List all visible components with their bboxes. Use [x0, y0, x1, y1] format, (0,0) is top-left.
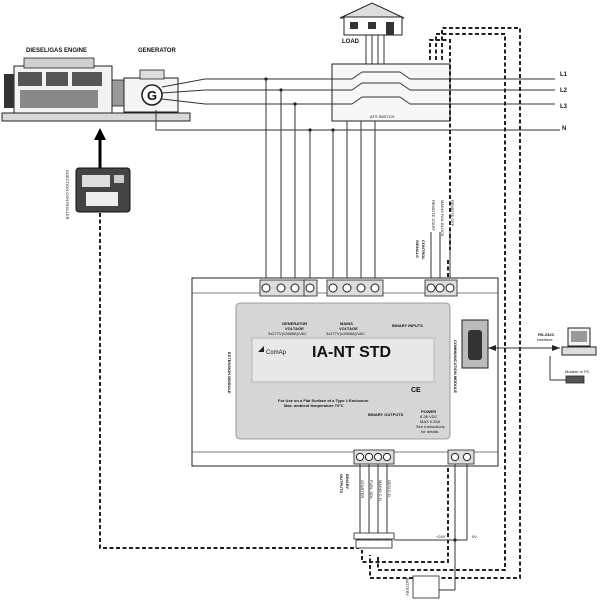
- house-door: [386, 22, 394, 35]
- battery-box: [412, 575, 440, 599]
- rs232-label-1: RS-232C: [538, 332, 555, 337]
- power-wiring: +24V 0V BATTERY: [394, 464, 477, 599]
- zero-v-label: 0V: [472, 534, 477, 539]
- line-n-label: N: [562, 126, 566, 132]
- power-label-2: 8-36 VDC: [420, 414, 438, 419]
- binary-outputs-side-1: BINARY: [345, 474, 350, 490]
- control-signals-label-2: SIGNALS: [415, 240, 420, 258]
- power-label-5: for details: [421, 429, 438, 434]
- house-window-2: [368, 22, 376, 29]
- pc-screen: [571, 331, 587, 342]
- load-house: LOAD: [339, 2, 405, 64]
- mount-note-2: Max. ambient temperature 70°C: [284, 403, 344, 408]
- engine-block-mid: [46, 72, 68, 86]
- rs232-label-2: Interface: [537, 337, 553, 342]
- generator-terminal-box: [139, 69, 165, 80]
- terminal-block-bottom-power: [447, 449, 475, 465]
- modem-pc-label: Modem or PC: [565, 369, 590, 374]
- line-l1-label: L1: [560, 72, 568, 78]
- engine-radiator: [4, 74, 14, 108]
- engine-generator-set: DIESEL/GAS ENGINE GENERATOR G: [1, 48, 191, 122]
- engine-head: [23, 57, 95, 69]
- ats-switch-box: [331, 63, 451, 122]
- terminal-block-top-mains: [326, 279, 384, 297]
- power-label-1: POWER: [421, 409, 436, 414]
- engine-label: DIESEL/GAS ENGINE: [26, 48, 87, 54]
- ctrl-mains-fail-block: MAINS FAIL BLOCK: [440, 200, 445, 237]
- output-gen-co: GEN C.O.: [387, 480, 392, 498]
- output-fuel-sol: FUEL SOL.: [369, 480, 374, 500]
- power-label-4: See Instructions: [416, 424, 445, 429]
- engine-block-right: [72, 72, 102, 86]
- product-label: IA-NT STD: [312, 344, 391, 361]
- gen-voltage-label-1: GENERATOR: [282, 321, 307, 326]
- engine-base: [1, 112, 191, 122]
- voltage-sensing-wires: [264, 77, 376, 282]
- arrow-head: [94, 128, 106, 140]
- control-signals: REMOTE START MAINS FAIL BLOCK REMOTE OFF…: [415, 200, 455, 282]
- engine-coupling: [111, 79, 125, 107]
- injection-controller-display: [82, 175, 110, 187]
- ctrl-remote-start: REMOTE START: [431, 200, 436, 232]
- output-starter: STARTER: [360, 480, 365, 498]
- gen-voltage-label-3: 3x277V(±2668A)/VAC: [268, 331, 307, 336]
- modem-device: [565, 375, 585, 384]
- control-signals-label-1: CONTROL: [421, 240, 426, 260]
- mains-voltage-label-3: 3x277V(±2668A)/VAC: [326, 331, 365, 336]
- line-l3-label: L3: [560, 104, 568, 110]
- brand-label: ComAp: [266, 350, 287, 356]
- pc-base: [561, 346, 597, 356]
- rs232-interface: RS-232C Interface Modem or PC: [488, 327, 597, 384]
- generator-symbol: G: [147, 88, 157, 103]
- generator-label: GENERATOR: [138, 48, 176, 54]
- ce-mark: CE: [411, 387, 421, 394]
- communication-module-label: COMMUNICATION MODULE: [453, 340, 458, 393]
- terminal-block-top-gen: [259, 279, 318, 297]
- comap-logo-icon: [258, 346, 264, 352]
- relay-block-lower: [355, 539, 393, 549]
- engine-crankcase: [20, 90, 98, 108]
- controller-display-area: [251, 337, 435, 383]
- mains-lines: L1 L2 L3 N: [410, 72, 568, 132]
- binary-outputs-label: BINARY OUTPUTS: [368, 412, 404, 417]
- extension-module-label: EXTENSION MODULE: [227, 352, 232, 394]
- mains-voltage-label-2: VOLTAGE: [339, 326, 358, 331]
- injection-controller: INJECTION CONTROLLER: [65, 167, 131, 220]
- house-roof: [339, 2, 405, 19]
- ats-switch-label: ATS SWITCH: [370, 114, 394, 119]
- binary-outputs-wiring: STARTER FUEL SOL. MAINS C.O. GEN C.O. BI…: [339, 464, 395, 549]
- controller-unit: GENERATOR VOLTAGE 3x277V(±2668A)/VAC MAI…: [191, 277, 499, 467]
- terminal-block-bottom-outputs: [353, 449, 395, 465]
- generator-symbol-circle: [141, 84, 163, 106]
- ats-switch: ATS SWITCH: [331, 63, 451, 122]
- load-label: LOAD: [342, 39, 360, 45]
- engine-block-left: [18, 72, 42, 86]
- gen-voltage-label-2: VOLTAGE: [285, 326, 304, 331]
- power-label-3: MAX 0.35A: [420, 419, 441, 424]
- neutral-line: [155, 110, 560, 131]
- gen-line-1: [161, 78, 332, 88]
- binary-inputs-label: BINARY INPUTS: [392, 323, 423, 328]
- gen-line-2: [161, 89, 332, 94]
- house-window-1: [350, 22, 358, 29]
- relay-block: [353, 532, 395, 540]
- injection-controller-label: INJECTION CONTROLLER: [65, 170, 70, 220]
- ctrl-remote-off: REMOTE OFF: [450, 200, 455, 227]
- output-mains-co: MAINS C.O.: [378, 480, 383, 502]
- mains-voltage-label-1: MAINS: [340, 321, 353, 326]
- gen-line-3: [161, 98, 332, 105]
- plus-24v-label: +24V: [436, 534, 446, 539]
- binary-outputs-side-2: OUTPUTS: [339, 474, 344, 493]
- battery-label: BATTERY: [405, 578, 410, 596]
- mount-note-1: For Use on a Flat Surface of a Type 1 En…: [278, 398, 370, 403]
- comm-port-connector: [468, 330, 482, 360]
- generator-power-lines: [155, 78, 560, 131]
- line-l2-label: L2: [560, 88, 568, 94]
- terminal-block-top-inputs: [424, 279, 458, 297]
